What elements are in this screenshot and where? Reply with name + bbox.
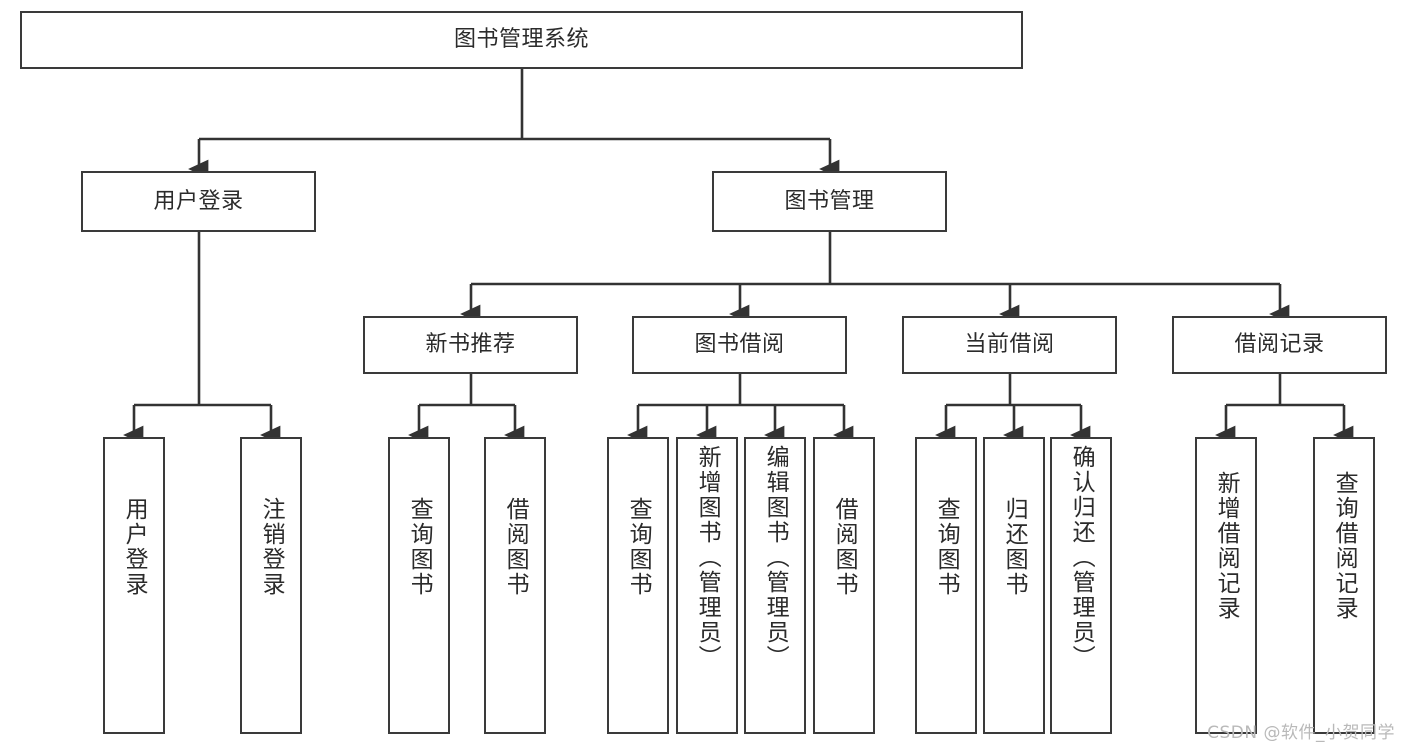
node-label: 确认归还（管理员） bbox=[1068, 445, 1095, 670]
node-label: 图书管理系统 bbox=[453, 27, 589, 53]
node-leaf-edit-book-admin[interactable]: 编辑图书（管理员） bbox=[744, 437, 806, 734]
node-label: 借阅图书 bbox=[502, 497, 529, 597]
node-newbook[interactable]: 新书推荐 bbox=[363, 316, 578, 374]
node-leaf-query-book-new[interactable]: 查询图书 bbox=[388, 437, 450, 734]
node-bookmgmt[interactable]: 图书管理 bbox=[712, 171, 947, 232]
node-leaf-confirm-return-admin[interactable]: 确认归还（管理员） bbox=[1050, 437, 1112, 734]
node-leaf-add-book-admin[interactable]: 新增图书（管理员） bbox=[676, 437, 738, 734]
node-label: 图书借阅 bbox=[694, 332, 785, 358]
node-label: 新书推荐 bbox=[425, 332, 516, 358]
node-leaf-borrow-book[interactable]: 借阅图书 bbox=[813, 437, 875, 734]
node-leaf-return-book[interactable]: 归还图书 bbox=[983, 437, 1045, 734]
node-label: 归还图书 bbox=[1001, 497, 1028, 597]
node-label: 用户登录 bbox=[121, 497, 148, 597]
node-label: 当前借阅 bbox=[964, 332, 1055, 358]
node-label: 用户登录 bbox=[153, 188, 244, 214]
node-current[interactable]: 当前借阅 bbox=[902, 316, 1117, 374]
node-label: 注销登录 bbox=[258, 497, 285, 597]
node-label: 编辑图书（管理员） bbox=[762, 445, 789, 670]
node-label: 图书管理 bbox=[784, 188, 875, 214]
node-leaf-user-logout[interactable]: 注销登录 bbox=[240, 437, 302, 734]
node-leaf-add-record[interactable]: 新增借阅记录 bbox=[1195, 437, 1257, 734]
node-label: 查询图书 bbox=[933, 497, 960, 597]
node-login[interactable]: 用户登录 bbox=[81, 171, 316, 232]
node-label: 查询图书 bbox=[406, 497, 433, 597]
node-records[interactable]: 借阅记录 bbox=[1172, 316, 1387, 374]
node-label: 借阅图书 bbox=[831, 497, 858, 597]
node-leaf-query-record[interactable]: 查询借阅记录 bbox=[1313, 437, 1375, 734]
node-label: 新增借阅记录 bbox=[1213, 471, 1240, 621]
node-label: 借阅记录 bbox=[1234, 332, 1325, 358]
node-label: 查询借阅记录 bbox=[1331, 471, 1358, 621]
node-leaf-query-book-cur[interactable]: 查询图书 bbox=[915, 437, 977, 734]
node-leaf-query-book[interactable]: 查询图书 bbox=[607, 437, 669, 734]
node-borrow[interactable]: 图书借阅 bbox=[632, 316, 847, 374]
node-root[interactable]: 图书管理系统 bbox=[20, 11, 1023, 69]
node-leaf-user-login[interactable]: 用户登录 bbox=[103, 437, 165, 734]
node-label: 查询图书 bbox=[625, 497, 652, 597]
node-leaf-borrow-book-new[interactable]: 借阅图书 bbox=[484, 437, 546, 734]
node-label: 新增图书（管理员） bbox=[694, 445, 721, 670]
csdn-watermark: CSDN @软件_小贺同学 bbox=[1207, 723, 1395, 743]
